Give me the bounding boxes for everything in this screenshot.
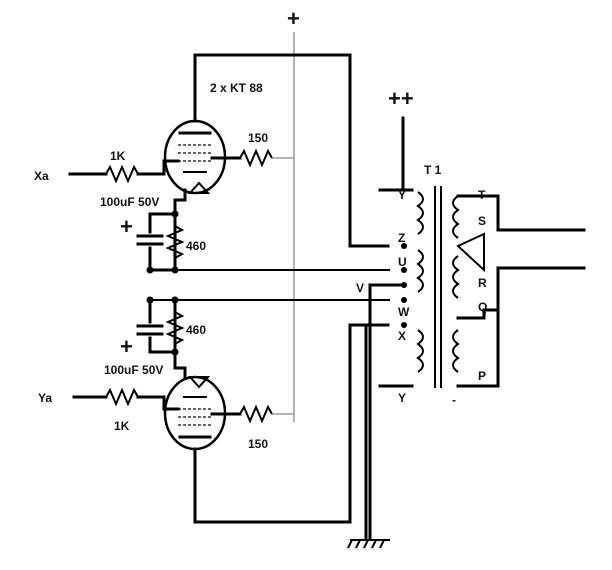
primary-tap-y-bottom: Y (398, 391, 406, 405)
primary-tap-x: X (398, 329, 406, 343)
lower-grid-resistor-label: 1K (114, 419, 130, 433)
tap-selector (456, 232, 485, 273)
upper-plate-wire (193, 53, 390, 248)
b-plus-label: + (287, 6, 300, 31)
lower-cathode-resistor (165, 311, 185, 345)
upper-screen-resistor-label: 150 (248, 131, 268, 145)
lower-input-label: Ya (38, 391, 52, 405)
lower-grid-wire (136, 395, 180, 411)
lower-cathode-wire (173, 298, 187, 380)
primary-tap-u: U (398, 255, 407, 269)
secondary-tap-s: S (478, 214, 486, 228)
lower-cap-label: 100uF 50V (104, 363, 163, 377)
output-wire-top (456, 194, 586, 232)
lower-screen-resistor (239, 404, 273, 424)
upper-grid-resistor-label: 1K (110, 149, 126, 163)
upper-grid-resistor (105, 164, 139, 184)
secondary-tap-p: P (478, 369, 486, 383)
upper-cap-label: 100uF 50V (100, 195, 159, 209)
transformer-label: T 1 (424, 163, 442, 177)
primary-tap-y-top: Y (398, 188, 406, 202)
upper-cathode-resistor-label: 460 (186, 239, 206, 253)
lower-cathode-resistor-label: 460 (186, 323, 206, 337)
primary-tap-z: Z (398, 231, 405, 245)
b-plus-plus-label: ++ (388, 86, 414, 111)
tube-type-label: 2 x KT 88 (210, 81, 263, 95)
upper-screen-resistor (239, 148, 273, 168)
transformer-bottom-mark: - (452, 393, 456, 407)
lower-grid-resistor (105, 387, 139, 407)
primary-tap-w: W (398, 305, 410, 319)
secondary-tap-r: R (478, 276, 487, 290)
primary-tap-v: V (356, 281, 364, 295)
output-wire-bottom (456, 266, 586, 320)
secondary-tap-q: Q (478, 300, 487, 314)
upper-cathode-resistor (165, 225, 185, 259)
upper-grid-wire (136, 159, 180, 176)
upper-cathode-wire (173, 188, 187, 272)
output-transformer: T 1 Y Z U V W X Y (347, 163, 586, 549)
upper-cap-plus: + (120, 214, 133, 239)
lower-plate-wire (193, 323, 390, 524)
lower-cap-plus: + (120, 334, 133, 359)
upper-input-label: Xa (34, 169, 49, 183)
lower-screen-resistor-label: 150 (248, 437, 268, 451)
